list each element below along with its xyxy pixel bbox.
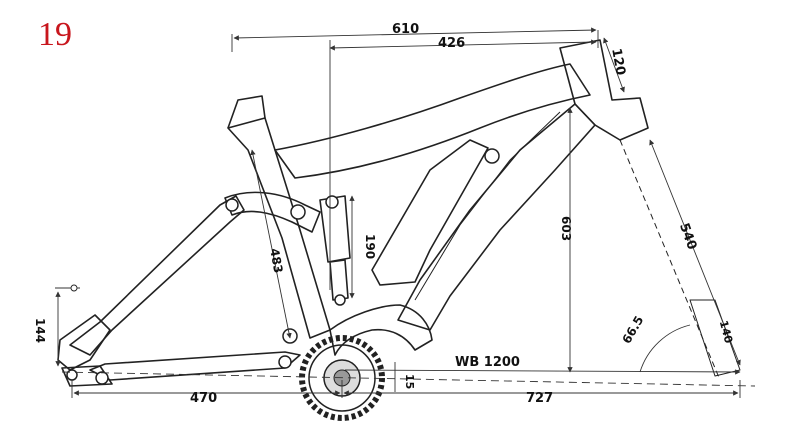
dim-front-center-label: 727 xyxy=(526,391,553,406)
dim-stack-label: 603 xyxy=(559,216,573,241)
pivot-shock-top xyxy=(325,195,339,209)
pivot-shock-bottom xyxy=(334,294,346,306)
pivot-down-tube xyxy=(484,148,500,164)
pivot-chainstay xyxy=(95,371,109,385)
seat-tube xyxy=(227,117,331,339)
battery xyxy=(371,139,489,286)
down-tube-inner xyxy=(414,111,561,301)
rear-dropout xyxy=(57,314,111,371)
pivot-rocker-front xyxy=(225,198,239,212)
dim-shock-label: 190 xyxy=(363,234,377,259)
dimension-lines xyxy=(55,27,756,398)
dim-chainstay-label: 470 xyxy=(190,391,217,406)
top-tube xyxy=(274,63,591,179)
dim-head-tube-label: 120 xyxy=(608,47,627,76)
dim-wheelbase-label: WB 1200 xyxy=(455,355,520,370)
dim-seat-tube-label: 483 xyxy=(267,247,285,274)
pivots xyxy=(66,148,500,385)
dim-fork-label: 540 xyxy=(676,221,699,252)
pivot-chainstay-front xyxy=(278,355,292,369)
pivot-rear-axle xyxy=(66,369,78,381)
shock-shaft xyxy=(329,259,349,301)
figure-number: 19 xyxy=(38,16,72,53)
rear-axle-plate xyxy=(61,365,113,387)
motor-housing xyxy=(329,304,433,356)
dim-fork-offset-label: 140 xyxy=(717,319,736,345)
dim-bb-drop-label: 15 xyxy=(403,374,416,389)
dim-head-angle-label: 66.5 xyxy=(619,314,646,347)
dim-top-tube-label: 426 xyxy=(438,36,465,51)
seat-stay xyxy=(69,195,245,356)
dim-reach-label: 610 xyxy=(392,22,419,37)
head-tube xyxy=(559,39,649,141)
chain-stay xyxy=(89,351,301,381)
pivot-rocker-mid xyxy=(290,204,306,220)
seat-tube-top xyxy=(227,95,266,129)
dim-chainstay-vertical-label: 144 xyxy=(33,318,47,343)
